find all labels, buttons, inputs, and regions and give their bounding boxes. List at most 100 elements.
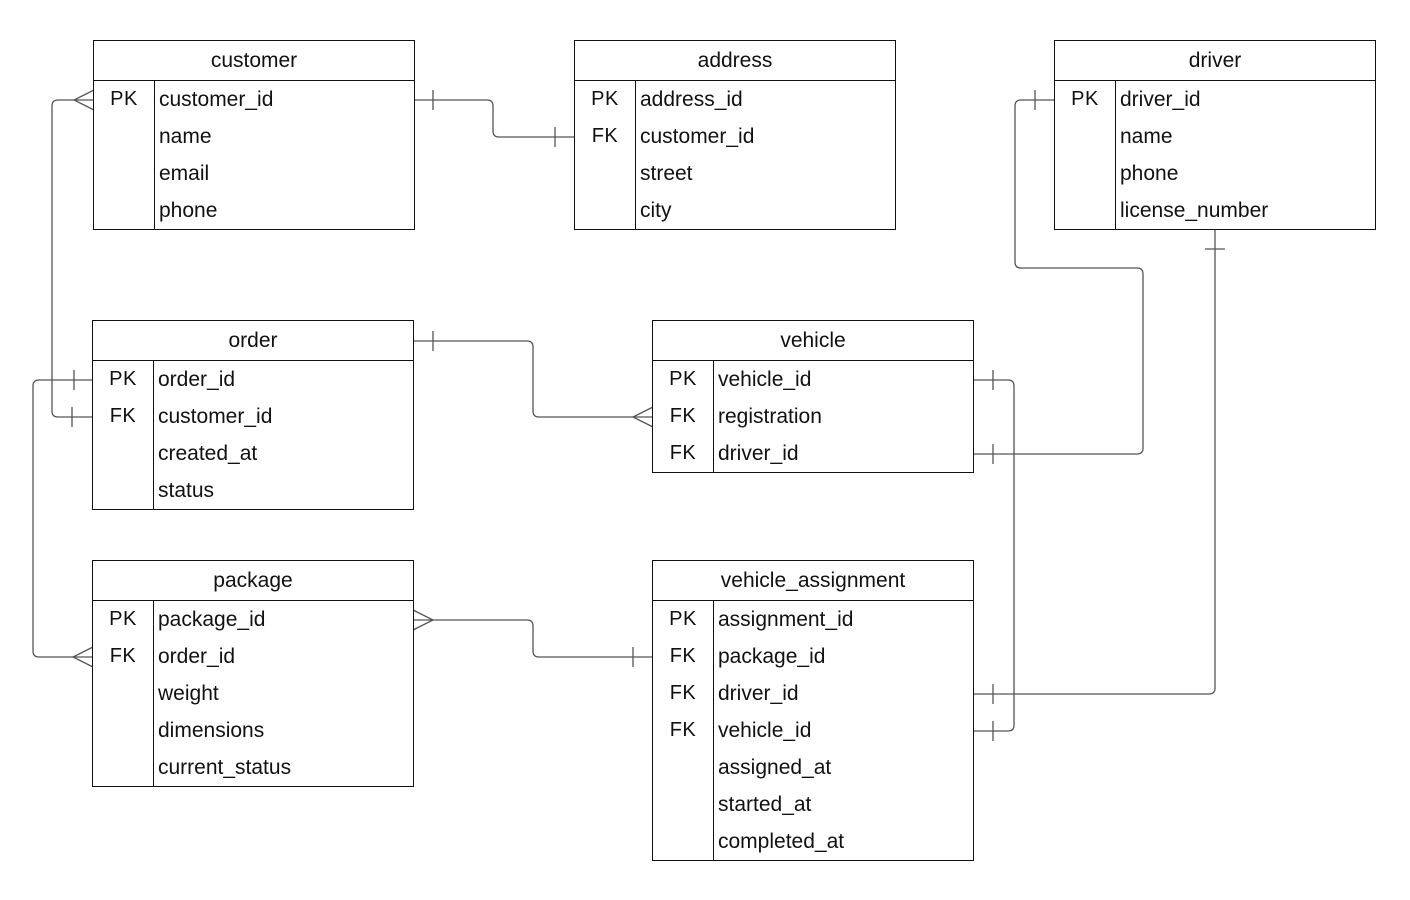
many-marker bbox=[412, 609, 435, 631]
key-badge: PK bbox=[110, 88, 138, 110]
field-row[interactable]: FK customer_id bbox=[93, 398, 413, 435]
field-name: completed_at bbox=[718, 829, 845, 853]
field-name: status bbox=[158, 478, 215, 502]
field-row[interactable]: PK address_id bbox=[575, 81, 895, 118]
key-badge: FK bbox=[109, 405, 137, 427]
field-name: vehicle_id bbox=[718, 718, 812, 742]
field-row[interactable]: PK driver_id bbox=[1055, 81, 1375, 118]
field-row[interactable]: PK customer_id bbox=[94, 81, 414, 118]
field-row[interactable]: FK order_id bbox=[93, 638, 413, 675]
field-name: address_id bbox=[640, 87, 743, 111]
field-row[interactable]: name bbox=[94, 118, 414, 155]
connector-customer-order bbox=[51, 99, 94, 418]
field-name: package_id bbox=[718, 644, 826, 668]
field-name: customer_id bbox=[158, 404, 273, 428]
entity-title: customer bbox=[94, 41, 414, 81]
key-badge: PK bbox=[669, 608, 697, 630]
key-column-divider bbox=[713, 601, 714, 860]
field-row[interactable]: completed_at bbox=[653, 823, 973, 860]
entity-title: vehicle_assignment bbox=[653, 561, 973, 601]
field-row[interactable]: dimensions bbox=[93, 712, 413, 749]
field-row[interactable]: status bbox=[93, 472, 413, 509]
field-name: assignment_id bbox=[718, 607, 854, 631]
connector-vehicle-assignment bbox=[973, 379, 1015, 732]
key-badge: PK bbox=[109, 608, 137, 630]
field-name: customer_id bbox=[159, 87, 274, 111]
field-row[interactable]: PK vehicle_id bbox=[653, 361, 973, 398]
key-badge: PK bbox=[591, 88, 619, 110]
key-column-divider bbox=[713, 361, 714, 472]
field-row[interactable]: license_number bbox=[1055, 192, 1375, 229]
field-name: phone bbox=[1120, 161, 1179, 185]
key-badge: PK bbox=[1071, 88, 1099, 110]
field-row[interactable]: FK vehicle_id bbox=[653, 712, 973, 749]
entity-title: package bbox=[93, 561, 413, 601]
field-name: package_id bbox=[158, 607, 266, 631]
field-row[interactable]: PK package_id bbox=[93, 601, 413, 638]
field-row[interactable]: FK driver_id bbox=[653, 435, 973, 472]
key-badge: FK bbox=[669, 719, 697, 741]
field-row[interactable]: started_at bbox=[653, 786, 973, 823]
field-row[interactable]: created_at bbox=[93, 435, 413, 472]
field-name: name bbox=[159, 124, 212, 148]
field-row[interactable]: phone bbox=[1055, 155, 1375, 192]
entity-title: vehicle bbox=[653, 321, 973, 361]
key-badge: FK bbox=[669, 682, 697, 704]
key-column-divider bbox=[635, 81, 636, 229]
field-name: customer_id bbox=[640, 124, 755, 148]
key-badge: FK bbox=[669, 442, 697, 464]
field-row[interactable]: phone bbox=[94, 192, 414, 229]
field-name: assigned_at bbox=[718, 755, 832, 779]
key-badge: FK bbox=[669, 645, 697, 667]
field-name: phone bbox=[159, 198, 218, 222]
field-row[interactable]: FK customer_id bbox=[575, 118, 895, 155]
field-row[interactable]: PK assignment_id bbox=[653, 601, 973, 638]
connector-order-package bbox=[32, 379, 93, 658]
key-badge: FK bbox=[591, 125, 619, 147]
entity-title: driver bbox=[1055, 41, 1375, 81]
key-column-divider bbox=[1115, 81, 1116, 229]
field-name: license_number bbox=[1120, 198, 1269, 222]
field-name: vehicle_id bbox=[718, 367, 812, 391]
key-column-divider bbox=[153, 361, 154, 509]
connector-customer-address bbox=[414, 99, 575, 138]
key-badge: PK bbox=[669, 368, 697, 390]
field-name: name bbox=[1120, 124, 1173, 148]
field-name: weight bbox=[158, 681, 219, 705]
key-column-divider bbox=[153, 601, 154, 786]
many-marker bbox=[72, 89, 95, 111]
key-badge: FK bbox=[109, 645, 137, 667]
field-row[interactable]: weight bbox=[93, 675, 413, 712]
key-badge: PK bbox=[109, 368, 137, 390]
field-name: order_id bbox=[158, 644, 236, 668]
field-name: driver_id bbox=[718, 441, 799, 465]
field-row[interactable]: city bbox=[575, 192, 895, 229]
field-name: driver_id bbox=[1120, 87, 1201, 111]
field-row[interactable]: email bbox=[94, 155, 414, 192]
entity-title: order bbox=[93, 321, 413, 361]
entity-title: address bbox=[575, 41, 895, 81]
field-row[interactable]: street bbox=[575, 155, 895, 192]
field-row[interactable]: name bbox=[1055, 118, 1375, 155]
field-row[interactable]: FK package_id bbox=[653, 638, 973, 675]
field-row[interactable]: assigned_at bbox=[653, 749, 973, 786]
field-name: street bbox=[640, 161, 693, 185]
field-name: started_at bbox=[718, 792, 812, 816]
field-row[interactable]: current_status bbox=[93, 749, 413, 786]
